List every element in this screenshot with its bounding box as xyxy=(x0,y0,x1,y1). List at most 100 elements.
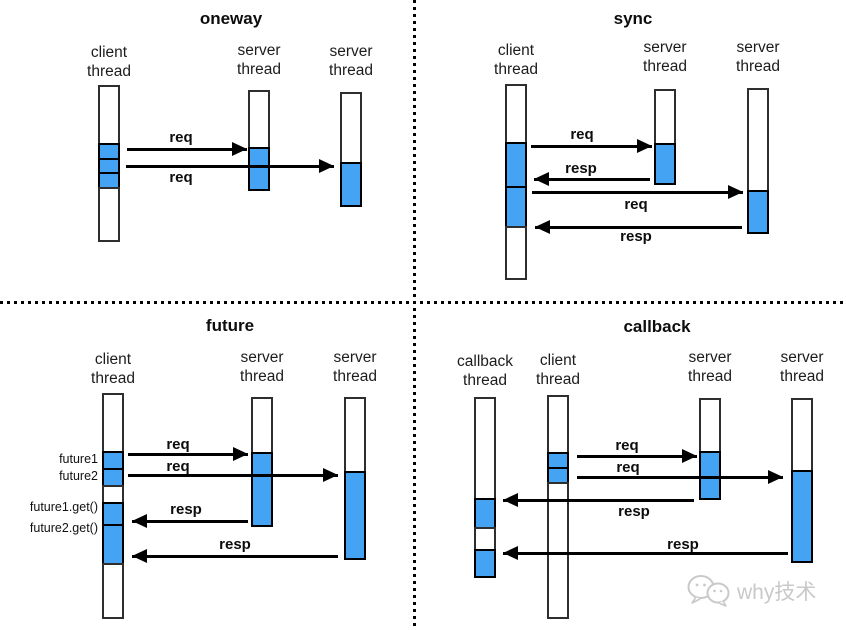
side-label: future2.get() xyxy=(29,521,98,535)
arrow-line-req xyxy=(531,145,652,148)
arrow-line-resp xyxy=(503,499,694,502)
arrow-line-resp xyxy=(503,552,788,555)
arrow-label-req: req xyxy=(166,436,190,453)
lifeline-segment-blue xyxy=(747,190,769,234)
lifeline-segment-white xyxy=(547,395,569,454)
arrow-label-req: req xyxy=(616,459,640,476)
lifeline-segment-blue xyxy=(505,186,527,228)
arrow-label-req: req xyxy=(169,129,193,146)
lifeline-segment-white xyxy=(791,398,813,472)
arrow-line-req xyxy=(577,455,697,458)
arrow-head xyxy=(323,468,338,482)
arrow-line-resp xyxy=(132,520,248,523)
lifeline-segment-white xyxy=(251,397,273,454)
lifeline-segment-white xyxy=(654,89,676,145)
arrow-label-resp: resp xyxy=(565,160,597,177)
arrow-label-resp: resp xyxy=(667,536,699,553)
arrow-label-req: req xyxy=(570,126,594,143)
arrow-line-req xyxy=(532,191,743,194)
arrow-label-resp: resp xyxy=(170,501,202,518)
lifeline-segment-white xyxy=(505,84,527,144)
lifeline-segment-blue xyxy=(340,162,362,207)
arrow-line-resp xyxy=(132,555,338,558)
quadrant-title-future: future xyxy=(205,316,255,335)
lifeline-segment-white xyxy=(98,85,120,145)
lifeline-segment-blue xyxy=(102,524,124,565)
lifeline-segment-blue xyxy=(474,498,496,529)
lifeline-segment-white xyxy=(474,527,496,551)
lifeline-segment-blue xyxy=(102,502,124,526)
quadrant-title-sync: sync xyxy=(613,9,653,28)
side-label: future2 xyxy=(59,469,98,483)
arrow-line-req xyxy=(126,165,334,168)
lifeline-segment-white xyxy=(699,398,721,453)
arrow-label-req: req xyxy=(169,169,193,186)
arrow-head xyxy=(232,142,247,156)
arrow-head xyxy=(768,470,783,484)
side-label: future1 xyxy=(59,452,98,466)
lifeline-segment-white xyxy=(98,187,120,242)
lifeline-segment-white xyxy=(344,397,366,473)
arrow-label-req: req xyxy=(624,196,648,213)
arrow-head xyxy=(233,447,248,461)
lifeline-segment-white xyxy=(474,397,496,500)
lifeline-segment-blue xyxy=(654,143,676,185)
side-label: future1.get() xyxy=(29,500,98,514)
arrow-line-resp xyxy=(534,178,650,181)
lifeline-segment-white xyxy=(340,92,362,164)
arrow-head xyxy=(682,449,697,463)
lifeline-segment-blue xyxy=(474,549,496,578)
arrow-head xyxy=(728,185,743,199)
quadrant-title-oneway: oneway xyxy=(199,9,263,28)
arrow-line-req xyxy=(127,148,247,151)
lifeline-segment-blue xyxy=(344,471,366,560)
quadrant-title-callback: callback xyxy=(623,317,691,336)
arrow-head xyxy=(534,172,549,186)
arrow-line-req xyxy=(577,476,783,479)
arrow-label-resp: resp xyxy=(219,536,251,553)
arrow-head xyxy=(503,546,518,560)
arrow-head xyxy=(637,139,652,153)
lifeline-segment-blue xyxy=(248,147,270,191)
arrow-label-resp: resp xyxy=(620,228,652,245)
lifeline-segment-blue xyxy=(251,452,273,527)
lifeline-segment-white xyxy=(248,90,270,149)
horizontal-dotted-divider xyxy=(0,301,846,304)
lifeline-segment-blue xyxy=(791,470,813,563)
watermark-text: why技术 xyxy=(737,580,817,604)
lifeline-segment-white xyxy=(505,226,527,280)
arrow-label-req: req xyxy=(615,437,639,454)
lifeline-segment-white xyxy=(102,563,124,619)
watermark: why技术 xyxy=(686,574,816,607)
lifeline-segment-white xyxy=(547,482,569,619)
arrow-head xyxy=(535,220,550,234)
lifeline-segment-white xyxy=(747,88,769,192)
arrow-head xyxy=(319,159,334,173)
arrow-line-req xyxy=(128,474,338,477)
arrow-head xyxy=(132,549,147,563)
lifeline-segment-white xyxy=(102,393,124,453)
arrow-label-resp: resp xyxy=(618,503,650,520)
wechat-icon xyxy=(686,574,732,607)
vertical-dotted-divider xyxy=(413,0,416,630)
lifeline-segment-blue xyxy=(505,142,527,188)
lifeline-segment-blue xyxy=(699,451,721,500)
arrow-line-resp xyxy=(535,226,742,229)
arrow-head xyxy=(132,514,147,528)
arrow-line-req xyxy=(128,453,248,456)
arrow-label-req: req xyxy=(166,458,190,475)
